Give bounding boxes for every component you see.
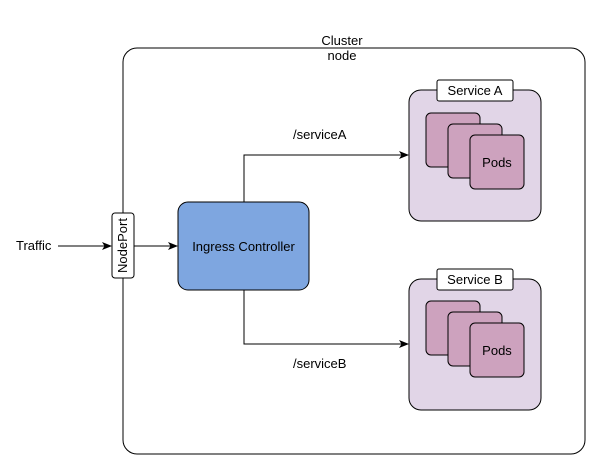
service-a-title: Service A [448, 83, 503, 98]
nodeport-label: NodePort [115, 218, 130, 273]
service-b-pods-label: Pods [482, 343, 512, 358]
ingress-controller: Ingress Controller [177, 201, 310, 291]
service-b: Pods Service B [408, 268, 542, 411]
pod-front [469, 134, 525, 190]
service-a: Pods Service A [408, 79, 542, 222]
service-a-title-box [436, 79, 514, 102]
cluster-label: Cluster [321, 33, 363, 48]
traffic-label: Traffic [16, 238, 52, 253]
route-a-arrow [243, 151, 409, 202]
route-b-label: /serviceB [293, 356, 346, 371]
pod-front [469, 322, 525, 378]
service-b-title: Service B [447, 272, 503, 287]
service-b-title-box [436, 268, 514, 291]
service-a-pods-label: Pods [482, 155, 512, 170]
route-a-label: /serviceA [293, 127, 347, 142]
route-b-arrow [243, 290, 409, 348]
nodeport: NodePort [111, 212, 135, 279]
node-label: node [328, 48, 357, 63]
ingress-controller-label: Ingress Controller [192, 239, 295, 254]
